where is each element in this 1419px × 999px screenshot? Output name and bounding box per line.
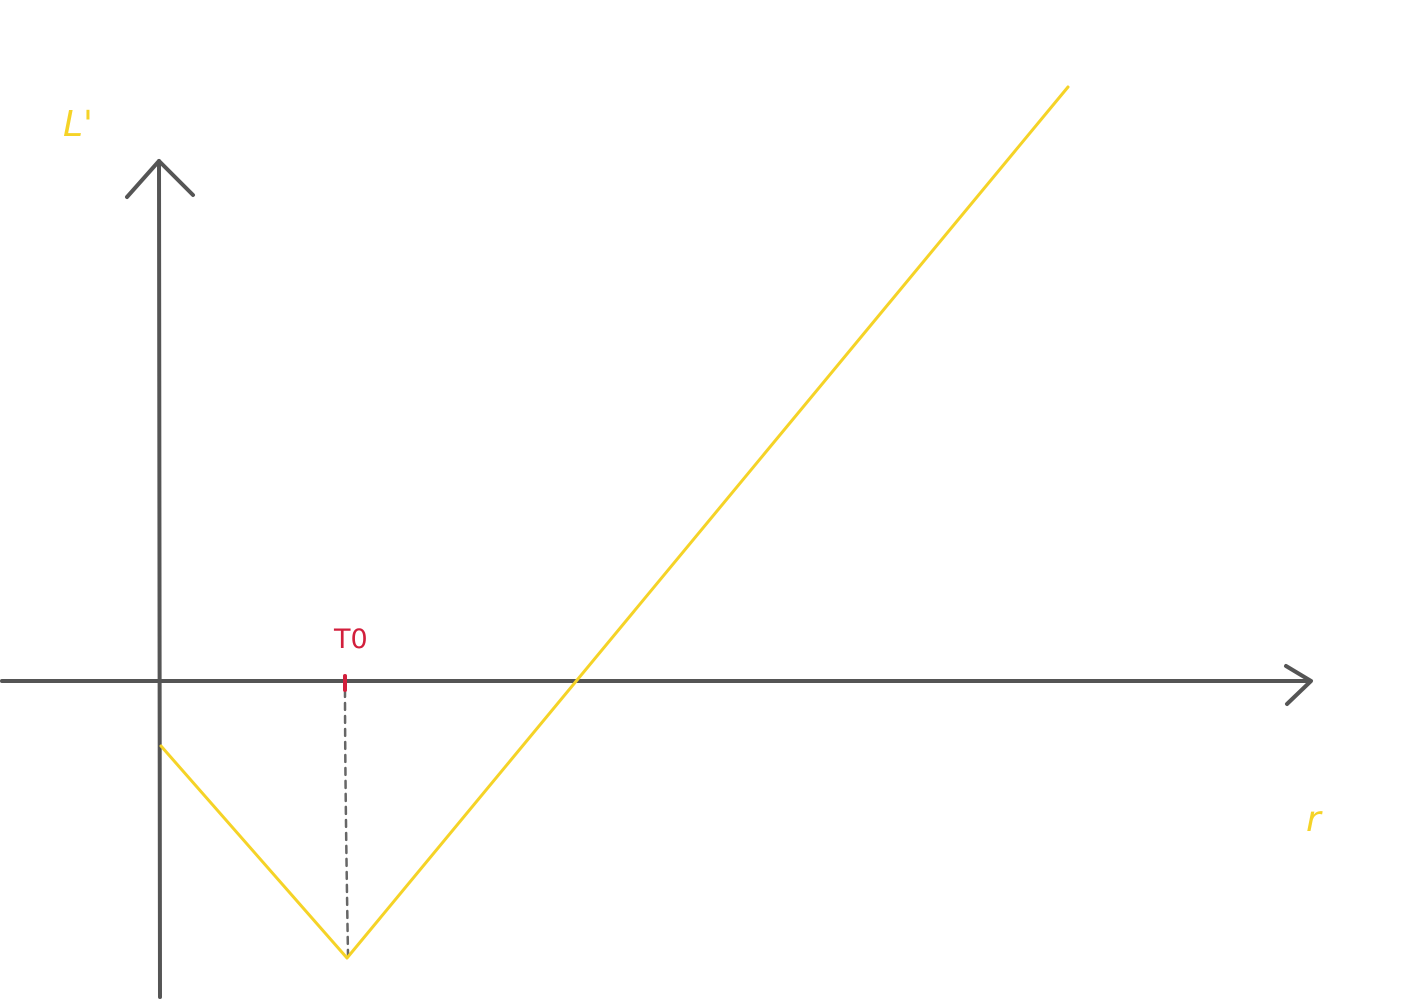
axes [0,159,1313,999]
y-axis-label: L' [63,104,93,145]
x-axis-label: r [1306,799,1323,840]
curve-line [159,85,1070,960]
x-axis-arrowhead [1284,664,1313,706]
y-axis-line [157,159,162,999]
y-axis-arrowhead [125,159,195,199]
t0-label: T0 [333,624,368,655]
t0-dashed-guide [343,688,350,957]
